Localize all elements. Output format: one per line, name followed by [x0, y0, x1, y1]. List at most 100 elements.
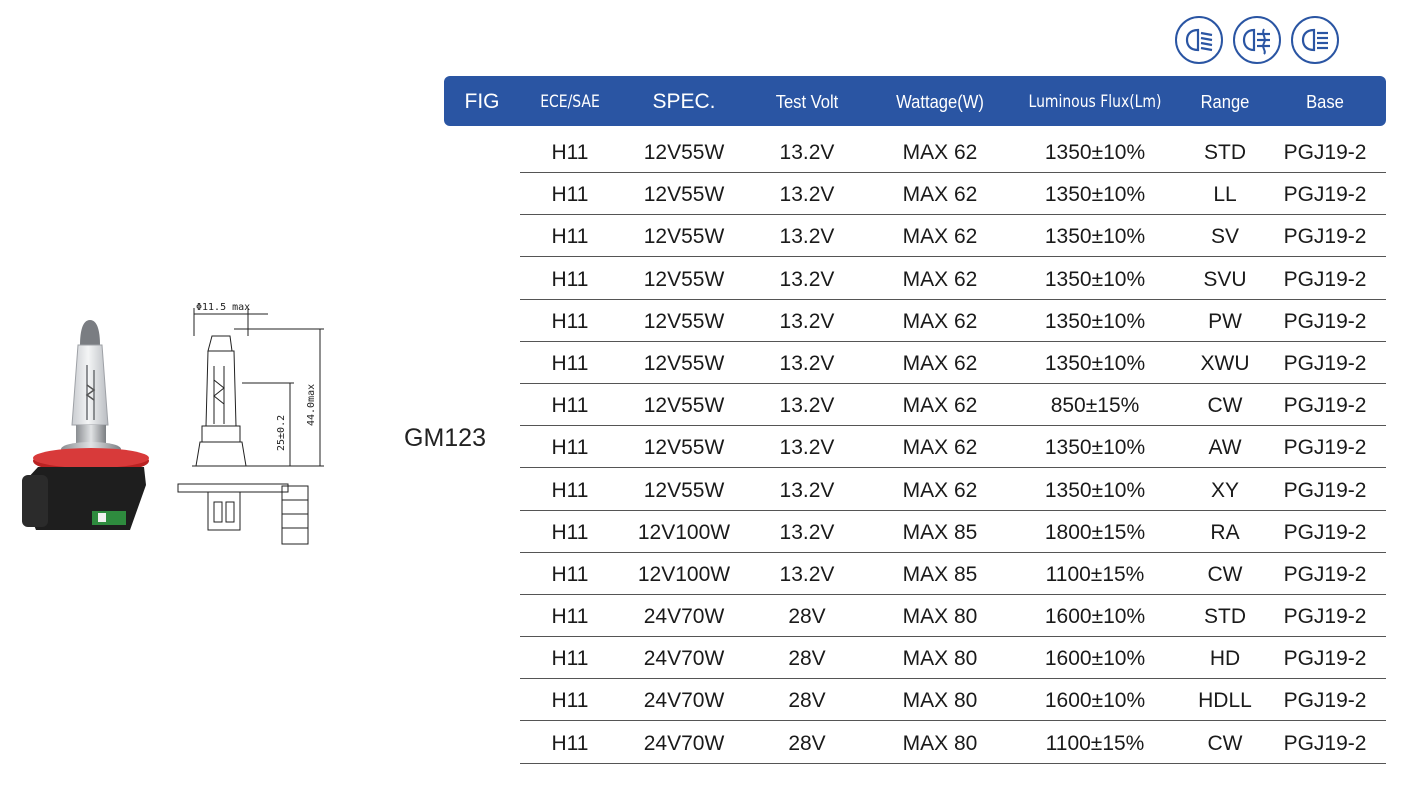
cell-base: PGJ19-2 [1283, 647, 1367, 671]
cell-spec: 12V55W [643, 141, 725, 164]
cell-luminous-flux: 1350±10% [1044, 436, 1146, 460]
cell-luminous-flux: 1350±10% [1044, 225, 1146, 249]
cell-spec: 24V70W [643, 731, 725, 755]
cell-test-volt: 28V [788, 731, 826, 755]
cell-test-volt: 13.2V [779, 520, 835, 544]
cell-spec: 12V55W [643, 478, 725, 502]
cell-test-volt: 13.2V [779, 183, 835, 207]
header-wattage: Wattage(W) [896, 92, 984, 112]
cell-ece-sae: H11 [551, 520, 589, 544]
cell-range: CW [1207, 731, 1243, 755]
cell-test-volt: 13.2V [779, 267, 835, 291]
cell-range: CW [1207, 394, 1243, 418]
cell-luminous-flux: 1350±10% [1044, 183, 1146, 207]
cell-wattage: MAX 80 [902, 647, 978, 671]
cell-range: LL [1213, 183, 1237, 207]
cell-luminous-flux: 1100±15% [1045, 731, 1145, 755]
cell-luminous-flux: 1800±15% [1044, 520, 1146, 544]
header-spec: SPEC. [652, 90, 716, 113]
cell-ece-sae: H11 [551, 605, 589, 629]
high-beam-icon [1291, 16, 1339, 64]
cell-test-volt: 13.2V [779, 351, 835, 375]
cell-spec: 12V55W [643, 225, 725, 249]
cell-ece-sae: H11 [551, 309, 589, 333]
cell-base: PGJ19-2 [1283, 267, 1367, 291]
cell-ece-sae: H11 [551, 562, 589, 586]
dimension-diameter: Φ11.5 max [196, 302, 250, 313]
cell-spec: 12V55W [643, 183, 725, 207]
cell-test-volt: 13.2V [779, 478, 835, 502]
cell-wattage: MAX 62 [902, 351, 978, 375]
cell-ece-sae: H11 [551, 225, 589, 249]
header-range: Range [1200, 92, 1250, 112]
cell-luminous-flux: 1350±10% [1044, 141, 1146, 164]
cell-spec: 24V70W [643, 605, 725, 629]
cell-base: PGJ19-2 [1283, 436, 1367, 460]
cell-range: XY [1210, 478, 1239, 502]
cell-ece-sae: H11 [551, 141, 589, 164]
cell-base: PGJ19-2 [1283, 309, 1367, 333]
bulb-photo [18, 315, 158, 545]
cell-base: PGJ19-2 [1283, 562, 1367, 586]
cell-wattage: MAX 62 [902, 225, 978, 249]
cell-luminous-flux: 1350±10% [1044, 267, 1146, 291]
dimension-focal: 25±0.2 [276, 415, 287, 451]
header-luminous-flux: Luminous Flux(Lm) [1028, 92, 1162, 112]
bulb-technical-drawing: Φ11.5 max 44.0max 25±0.2 [172, 296, 332, 551]
cell-spec: 12V55W [643, 436, 725, 460]
cell-ece-sae: H11 [551, 351, 589, 375]
cell-ece-sae: H11 [551, 394, 589, 418]
header-ece-sae: ECE/SAE [540, 92, 600, 112]
cell-range: CW [1207, 562, 1243, 586]
cell-spec: 24V70W [643, 689, 725, 713]
cell-range: SV [1210, 225, 1239, 249]
cell-spec: 12V100W [637, 520, 731, 544]
cell-luminous-flux: 1350±10% [1044, 351, 1146, 375]
cell-base: PGJ19-2 [1283, 183, 1367, 207]
cell-wattage: MAX 80 [902, 605, 978, 629]
cell-test-volt: 13.2V [779, 394, 835, 418]
cell-luminous-flux: 1600±10% [1044, 647, 1146, 671]
cell-wattage: MAX 62 [902, 436, 978, 460]
cell-spec: 24V70W [643, 647, 725, 671]
cell-base: PGJ19-2 [1283, 605, 1367, 629]
cell-ece-sae: H11 [551, 436, 589, 460]
cell-spec: 12V55W [643, 351, 725, 375]
cell-luminous-flux: 1350±10% [1044, 478, 1146, 502]
fog-lamp-icon [1233, 16, 1281, 64]
cell-ece-sae: H11 [551, 689, 589, 713]
cell-wattage: MAX 62 [902, 394, 978, 418]
cell-base: PGJ19-2 [1283, 689, 1367, 713]
cell-wattage: MAX 62 [902, 183, 978, 207]
cell-wattage: MAX 85 [902, 562, 978, 586]
header-test-volt: Test Volt [775, 92, 839, 112]
cell-spec: 12V100W [637, 562, 731, 586]
cell-wattage: MAX 62 [902, 141, 978, 164]
cell-spec: 12V55W [643, 394, 725, 418]
cell-test-volt: 28V [788, 647, 826, 671]
low-beam-icon [1175, 16, 1223, 64]
cell-base: PGJ19-2 [1283, 478, 1367, 502]
cell-test-volt: 28V [788, 605, 826, 629]
cell-ece-sae: H11 [551, 731, 589, 755]
cell-ece-sae: H11 [551, 647, 589, 671]
cell-spec: 12V55W [643, 267, 725, 291]
cell-test-volt: 13.2V [779, 436, 835, 460]
cell-luminous-flux: 1350±10% [1044, 309, 1146, 333]
beam-icons [1175, 16, 1339, 64]
cell-base: PGJ19-2 [1283, 351, 1367, 375]
cell-range: XWU [1200, 351, 1250, 375]
dimension-height: 44.0max [306, 384, 317, 426]
cell-test-volt: 13.2V [779, 225, 835, 249]
cell-luminous-flux: 1600±10% [1044, 689, 1146, 713]
cell-spec: 12V55W [643, 309, 725, 333]
